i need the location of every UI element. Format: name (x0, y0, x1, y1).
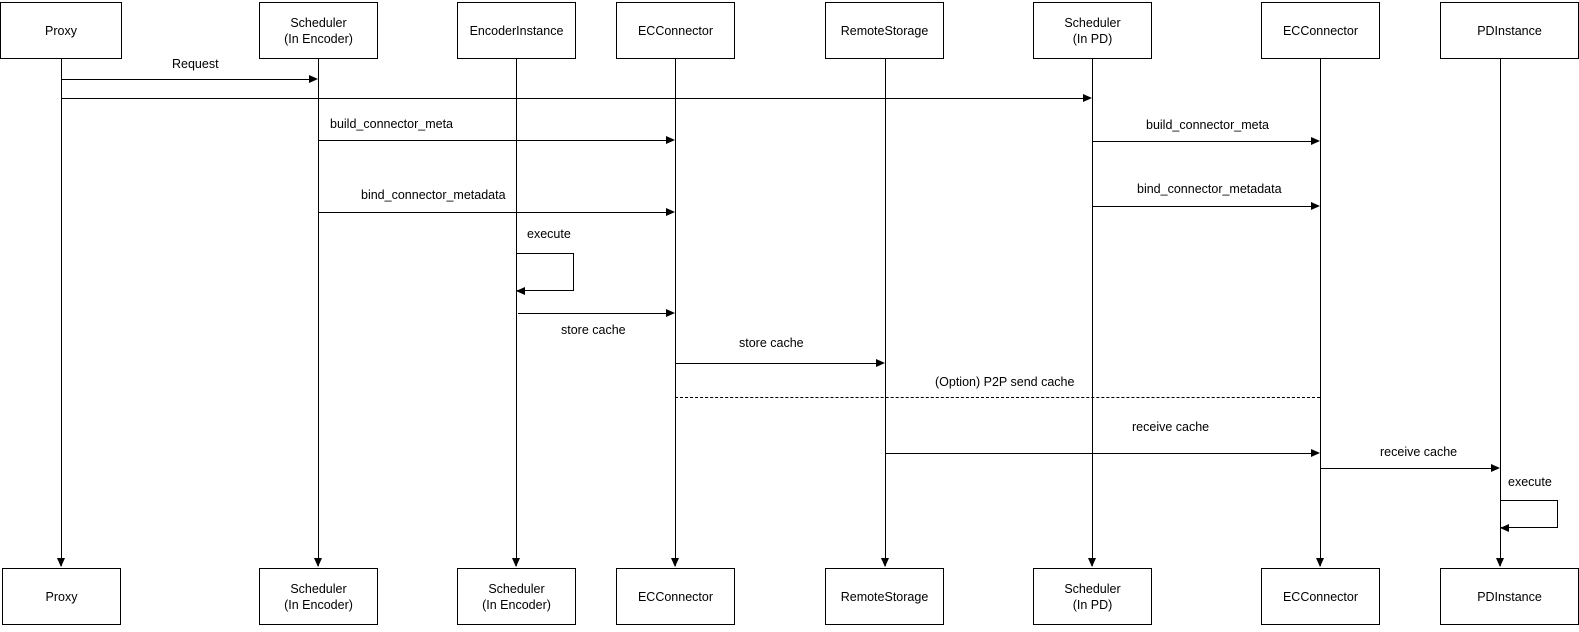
lifeline-encoderinstance (516, 59, 517, 566)
participant-label: ECConnector (1282, 589, 1359, 604)
message-label-receive-cache-ecconnector: receive cache (1132, 420, 1210, 434)
lifeline-proxy (61, 59, 62, 566)
lifeline-end-arrow-icon (314, 558, 322, 567)
lifeline-end-arrow-icon (1316, 558, 1324, 567)
participant-box-top-ecconnector-pd[interactable]: ECConnector (1261, 2, 1380, 59)
arrow-head-icon (876, 358, 885, 367)
participant-label: ECConnector (637, 589, 714, 604)
message-label-bind-connector-metadata-pd: bind_connector_metadata (1137, 182, 1282, 196)
message-label-build-connector-meta-pd: build_connector_meta (1146, 118, 1269, 132)
arrow-head-icon (1500, 523, 1509, 532)
participant-box-bottom-ecconnector-encoder[interactable]: ECConnector (616, 568, 735, 625)
participant-label: Scheduler (In PD) (1064, 581, 1121, 612)
message-label-request: Request (172, 57, 219, 71)
participant-box-bottom-remotestorage[interactable]: RemoteStorage (825, 568, 944, 625)
message-line-store-cache-encoder[interactable] (518, 313, 666, 314)
message-label-execute-encoder: execute (527, 227, 571, 241)
message-label-store-cache-encoder: store cache (561, 323, 626, 337)
participant-label: PDInstance (1477, 589, 1542, 604)
message-label-build-connector-meta-encoder: build_connector_meta (330, 117, 453, 131)
participant-box-top-scheduler-in-pd[interactable]: Scheduler (In PD) (1033, 2, 1152, 59)
participant-box-bottom-proxy[interactable]: Proxy (2, 568, 121, 625)
participant-label: Proxy (45, 23, 77, 38)
participant-label: Scheduler (In PD) (1064, 15, 1121, 46)
lifeline-ecconnector-pd (1320, 59, 1321, 566)
participant-box-bottom-pdinstance[interactable]: PDInstance (1440, 568, 1579, 625)
participant-label: EncoderInstance (469, 23, 564, 38)
participant-label: Scheduler (In Encoder) (482, 581, 551, 612)
lifeline-end-arrow-icon (512, 558, 520, 567)
lifeline-end-arrow-icon (1496, 558, 1504, 567)
lifeline-scheduler-in-encoder (318, 59, 319, 566)
message-line-build-connector-meta-pd[interactable] (1092, 141, 1311, 142)
participant-label: Proxy (45, 589, 78, 604)
lifeline-pdinstance (1500, 59, 1501, 566)
message-line-build-connector-meta-encoder[interactable] (318, 140, 666, 141)
arrow-head-icon (1311, 448, 1320, 457)
message-line-receive-cache-ecconnector[interactable] (885, 453, 1311, 454)
participant-box-top-ecconnector-encoder[interactable]: ECConnector (616, 2, 735, 59)
participant-label: RemoteStorage (840, 589, 929, 604)
arrow-head-icon (1083, 93, 1092, 102)
participant-box-bottom-scheduler-in-encoder[interactable]: Scheduler (In Encoder) (259, 568, 378, 625)
participant-box-top-scheduler-in-encoder[interactable]: Scheduler (In Encoder) (259, 2, 378, 59)
participant-box-top-remotestorage[interactable]: RemoteStorage (825, 2, 944, 59)
arrow-head-icon (666, 308, 675, 317)
message-line-proxy-to-scheduler-pd[interactable] (61, 98, 1083, 99)
arrow-head-icon (1311, 201, 1320, 210)
message-label-store-cache-remote: store cache (739, 336, 804, 350)
participant-label: Scheduler (In Encoder) (284, 15, 353, 46)
participant-label: ECConnector (637, 23, 714, 38)
participant-label: Scheduler (In Encoder) (284, 581, 353, 612)
participant-box-top-encoderinstance[interactable]: EncoderInstance (457, 2, 576, 59)
participant-box-top-proxy[interactable]: Proxy (0, 2, 122, 59)
message-line-receive-cache-pdinstance[interactable] (1320, 468, 1491, 469)
arrow-head-icon (666, 207, 675, 216)
arrow-head-icon (666, 135, 675, 144)
message-line-store-cache-remote[interactable] (675, 363, 876, 364)
message-label-p2p-send-cache: (Option) P2P send cache (935, 375, 1075, 389)
participant-box-bottom-ecconnector-pd[interactable]: ECConnector (1261, 568, 1380, 625)
message-line-p2p-send-cache[interactable] (675, 397, 1320, 398)
arrow-head-icon (516, 286, 525, 295)
lifeline-end-arrow-icon (57, 558, 65, 567)
participant-label: RemoteStorage (840, 23, 929, 38)
participant-box-top-pdinstance[interactable]: PDInstance (1440, 2, 1579, 59)
arrow-head-icon (1311, 136, 1320, 145)
lifeline-scheduler-in-pd (1092, 59, 1093, 566)
participant-label: ECConnector (1282, 23, 1359, 38)
message-label-execute-pdinstance: execute (1508, 475, 1552, 489)
self-message-loop-execute-encoder[interactable] (516, 253, 574, 291)
participant-box-bottom-encoderinstance[interactable]: Scheduler (In Encoder) (457, 568, 576, 625)
lifeline-end-arrow-icon (671, 558, 679, 567)
arrow-head-icon (309, 74, 318, 83)
message-label-bind-connector-metadata-encoder: bind_connector_metadata (361, 188, 506, 202)
message-label-receive-cache-pdinstance: receive cache (1380, 445, 1458, 459)
participant-label: PDInstance (1477, 23, 1542, 38)
lifeline-ecconnector-encoder (675, 59, 676, 566)
message-line-request[interactable] (61, 79, 309, 80)
self-message-loop-execute-pdinstance[interactable] (1500, 500, 1558, 528)
arrow-head-icon (1491, 463, 1500, 472)
message-line-bind-connector-metadata-pd[interactable] (1092, 206, 1311, 207)
lifeline-end-arrow-icon (1088, 558, 1096, 567)
lifeline-end-arrow-icon (881, 558, 889, 567)
lifeline-remotestorage (885, 59, 886, 566)
participant-box-bottom-scheduler-in-pd[interactable]: Scheduler (In PD) (1033, 568, 1152, 625)
message-line-bind-connector-metadata-encoder[interactable] (318, 212, 666, 213)
